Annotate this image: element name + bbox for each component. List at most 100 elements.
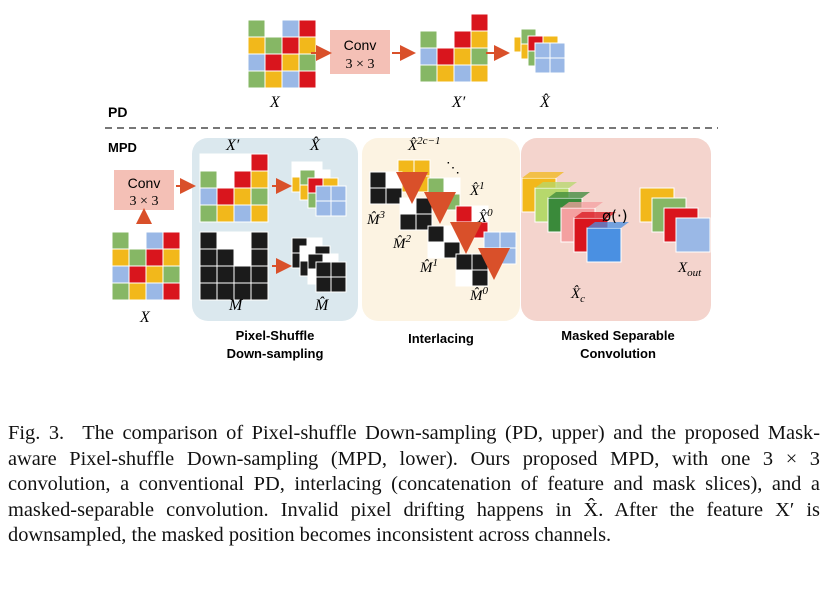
grid-cell — [281, 19, 300, 38]
interlace-m3 — [369, 171, 403, 205]
grid-cell — [419, 47, 438, 66]
grid-cell — [233, 248, 252, 267]
grid-cell — [298, 36, 317, 55]
grid-cell — [233, 187, 252, 206]
grid-cell — [162, 282, 181, 301]
grid-cell — [419, 30, 438, 49]
separable-cube-top — [548, 192, 590, 198]
label-mhat-3: M̂3 — [366, 209, 386, 228]
grid-cell — [330, 261, 347, 278]
grid-cell — [247, 36, 266, 55]
label-xhat-c: X̂c — [570, 286, 585, 305]
grid-cell — [162, 231, 181, 250]
interlacing-title: Interlacing — [408, 331, 474, 346]
mpd-label: MPD — [108, 140, 137, 155]
label-mhat-0: M̂0 — [469, 285, 489, 304]
grid-cell — [369, 187, 387, 205]
grid-cell — [216, 170, 235, 189]
label-mhat-1: M̂1 — [419, 257, 438, 276]
xprime-mpd — [199, 153, 269, 223]
grid-cell — [399, 213, 417, 231]
figure-caption: Fig. 3. The comparison of Pixel-shuffle … — [8, 421, 820, 549]
grid-cell — [534, 42, 551, 59]
grid-cell — [419, 13, 438, 32]
pixel-shuffle-title-1: Pixel-Shuffle — [236, 328, 315, 343]
grid-cell — [455, 205, 473, 223]
grid-cell — [216, 231, 235, 250]
separable-cube-top — [574, 212, 616, 218]
grid-cell — [264, 36, 283, 55]
grid-cell — [281, 53, 300, 72]
grid-cell — [111, 282, 130, 301]
grid-cell — [233, 153, 252, 172]
grid-cell — [419, 64, 438, 83]
grid-cell — [281, 36, 300, 55]
label-xhat-mpd: X̂ — [309, 135, 321, 154]
grid-cell — [315, 200, 332, 217]
label-xprime-top: X′ — [451, 94, 466, 111]
grid-cell — [455, 269, 473, 287]
grid-cell — [250, 187, 269, 206]
grid-cell — [250, 282, 269, 301]
grid-cell — [281, 70, 300, 89]
grid-cell — [111, 231, 130, 250]
grid-cell — [233, 265, 252, 284]
grid-cell — [436, 64, 455, 83]
mhat-mpd-layer-3 — [315, 261, 347, 293]
grid-cell — [199, 265, 218, 284]
grid-cell — [453, 64, 472, 83]
grid-cell — [455, 253, 473, 271]
grid-cell — [199, 204, 218, 223]
grid-cell — [415, 197, 433, 215]
grid-cell — [128, 265, 147, 284]
separable-cube-top — [587, 222, 629, 228]
xhat-mpd-layer-3 — [315, 185, 347, 217]
grid-cell — [264, 70, 283, 89]
grid-cell — [233, 170, 252, 189]
grid-cell — [216, 204, 235, 223]
grid-cell — [330, 276, 347, 293]
grid-cell — [145, 248, 164, 267]
label-x-out: Xout — [677, 260, 702, 279]
label-mhat-2: M̂2 — [392, 233, 412, 252]
grid-cell — [413, 159, 431, 177]
grid-cell — [427, 225, 445, 243]
grid-cell — [499, 231, 517, 249]
grid-cell — [199, 248, 218, 267]
grid-cell — [443, 225, 461, 243]
grid-cell — [470, 47, 489, 66]
pixel-shuffle-title-2: Down-sampling — [227, 346, 324, 361]
label-x-top: X — [269, 94, 281, 111]
grid-cell — [549, 42, 566, 59]
grid-cell — [247, 53, 266, 72]
x-top-layer-2 — [247, 19, 317, 89]
separable-cube-slice — [586, 227, 622, 263]
grid-cell — [128, 231, 147, 250]
grid-cell — [247, 19, 266, 38]
grid-cell — [453, 30, 472, 49]
grid-cell — [369, 171, 387, 189]
interlace-ellipsis: ⋱ — [446, 161, 460, 176]
conv-mpd-line1: Conv — [128, 175, 161, 191]
grid-cell — [298, 70, 317, 89]
grid-cell — [128, 248, 147, 267]
label-xhat-2c: X̂2c−1 — [407, 135, 440, 154]
grid-cell — [471, 269, 489, 287]
masked-sep-title-2: Convolution — [580, 346, 656, 361]
label-xprime-mpd: X′ — [225, 137, 240, 154]
grid-cell — [471, 253, 489, 271]
grid-cell — [233, 204, 252, 223]
label-m: M — [228, 297, 244, 314]
grid-cell — [216, 153, 235, 172]
grid-cell — [470, 30, 489, 49]
separable-cube-top — [522, 172, 564, 178]
grid-cell — [162, 265, 181, 284]
interlace-x1 — [427, 177, 461, 211]
label-xhat-0: X̂0 — [477, 207, 493, 226]
grid-cell — [298, 19, 317, 38]
grid-cell — [250, 170, 269, 189]
pd-label: PD — [108, 104, 127, 120]
label-xhat-top: X̂ — [539, 92, 551, 111]
interlace-m1 — [427, 225, 461, 259]
label-xhat-1: X̂1 — [469, 180, 485, 199]
